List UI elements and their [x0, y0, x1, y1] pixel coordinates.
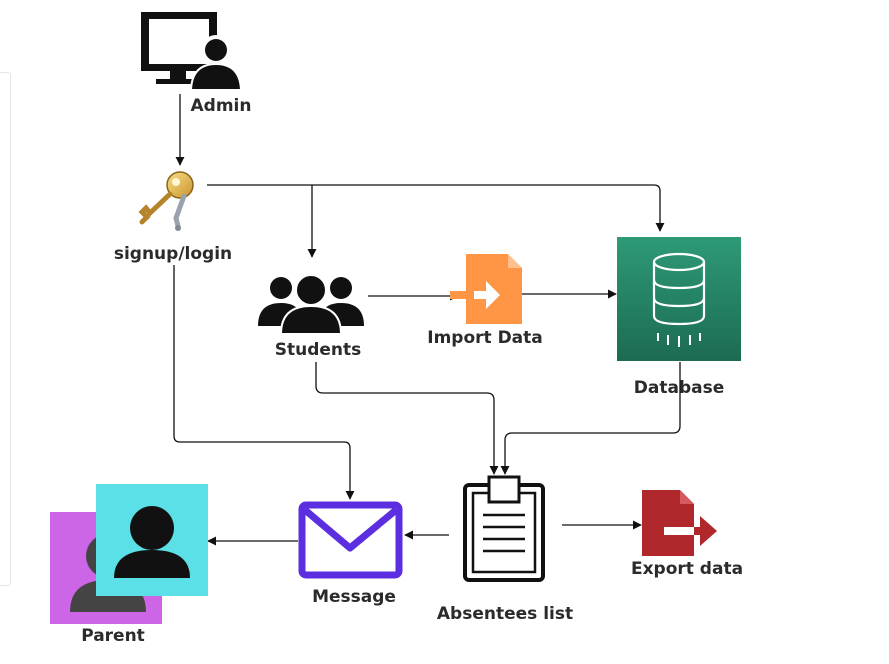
- edge-database-to-absentees: [500, 362, 681, 475]
- edge-signup-to-message: [173, 265, 355, 500]
- edge-signup-to-database: [207, 184, 665, 232]
- absentees-list-label: Absentees list: [436, 604, 574, 624]
- edges: [173, 94, 681, 546]
- file-export-icon: [642, 490, 717, 556]
- parent-label: Parent: [81, 626, 145, 646]
- admin-label: Admin: [190, 96, 252, 116]
- key-icon: [138, 171, 194, 231]
- database-label: Database: [633, 378, 725, 398]
- message-label: Message: [312, 587, 396, 607]
- students-label: Students: [274, 340, 362, 360]
- admin-computer-icon: [141, 12, 243, 91]
- edge-students-to-absentees: [315, 362, 499, 475]
- import-data-label: Import Data: [427, 328, 543, 348]
- export-data-label: Export data: [630, 559, 744, 579]
- signup-login-label: signup/login: [113, 244, 233, 264]
- clipboard-icon: [463, 475, 545, 582]
- parent-user-icon: [50, 484, 208, 624]
- file-import-icon: [450, 254, 522, 324]
- users-group-icon: [258, 274, 364, 335]
- left-panel-edge: [0, 72, 11, 586]
- database-icon: [617, 237, 741, 361]
- envelope-icon: [298, 501, 403, 579]
